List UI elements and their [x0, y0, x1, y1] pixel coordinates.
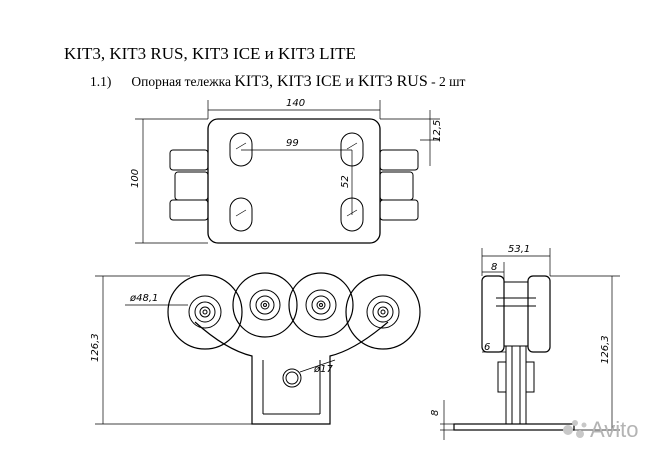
- dim-hole-diameter: ø17: [313, 364, 333, 375]
- front-wheel-2: [232, 272, 298, 338]
- document-heading: KIT3, KIT3 RUS, KIT3 ICE и KIT3 LITE: [64, 44, 356, 63]
- dim-offset-12-5: 12,5: [432, 120, 443, 142]
- dim-width-140: 140: [286, 98, 305, 109]
- item-line: 1.1) Опорная тележка KIT3, KIT3 ICE и KI…: [90, 73, 465, 91]
- dim-base-thickness: 8: [430, 410, 441, 416]
- front-wheel-1: [167, 274, 243, 350]
- front-wheel-4: [345, 274, 421, 350]
- dim-front-height: 126,3: [90, 333, 101, 362]
- top-view: [135, 100, 440, 244]
- dim-side-height: 126,3: [600, 335, 611, 364]
- dim-wheel-diameter: ø48,1: [129, 293, 158, 304]
- front-view: [95, 272, 421, 425]
- avito-watermark: Avito: [563, 417, 639, 442]
- dim-wheel-width: 8: [491, 262, 497, 273]
- item-number: 1.1): [90, 74, 112, 89]
- dim-hole-spacing-52: 52: [340, 175, 351, 188]
- dim-hole-spacing-99: 99: [286, 138, 299, 149]
- avito-logo-icon: [563, 420, 587, 438]
- dim-height-100: 100: [130, 169, 141, 188]
- watermark-text: Avito: [590, 417, 639, 442]
- item-prefix: Опорная тележка: [131, 74, 231, 89]
- dim-gap: 6: [484, 342, 490, 353]
- item-qty: - 2 шт: [431, 74, 466, 89]
- front-wheel-3: [288, 272, 354, 338]
- side-view: [440, 248, 620, 440]
- dim-side-width: 53,1: [508, 244, 530, 255]
- item-models: KIT3, KIT3 ICE и KIT3 RUS: [234, 73, 428, 90]
